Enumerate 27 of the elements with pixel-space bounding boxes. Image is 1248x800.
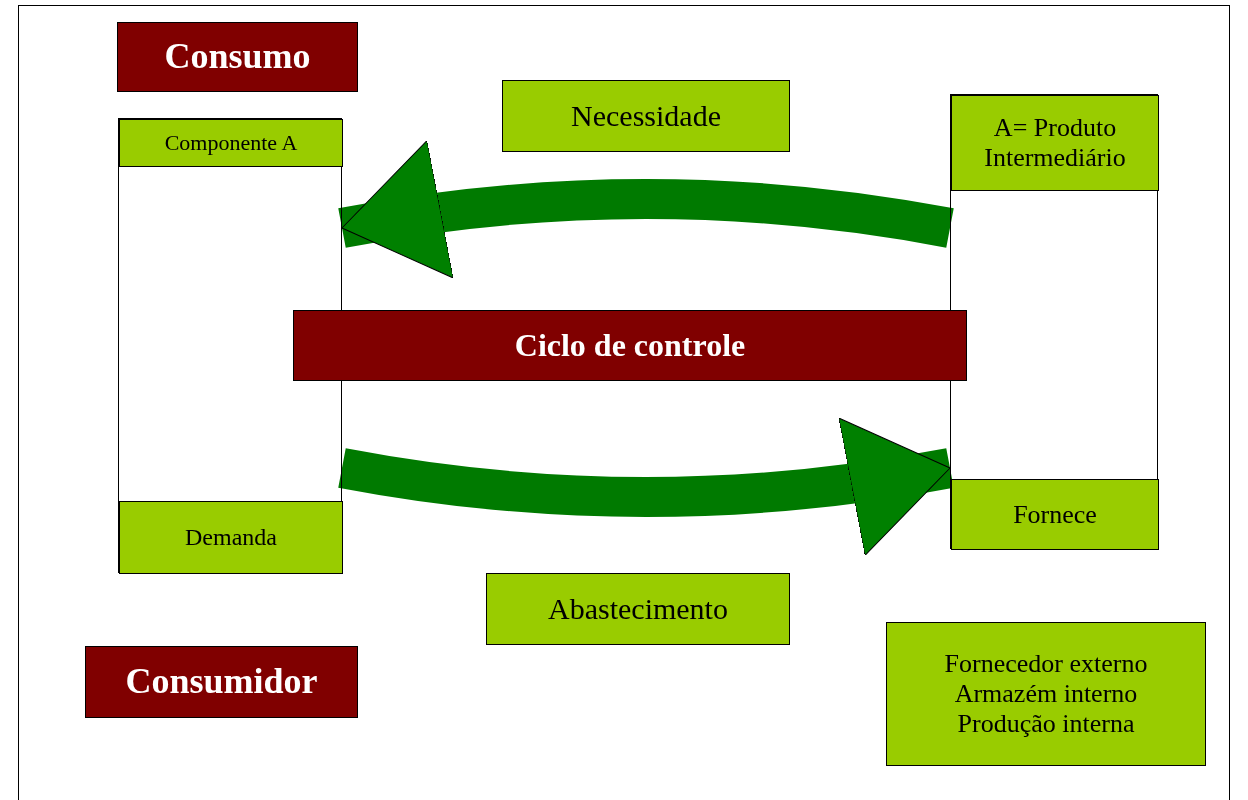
box-label: Intermediário	[984, 143, 1126, 173]
label-box	[502, 80, 790, 152]
title-box	[117, 22, 358, 92]
box-label: Fornecedor externo	[944, 649, 1148, 680]
curved-arrow	[338, 415, 954, 555]
box-label: Necessidade	[571, 98, 721, 134]
box-label: Consumo	[164, 36, 311, 78]
box-label: Produção interna	[957, 708, 1135, 739]
box-label: Demanda	[185, 523, 277, 552]
column-box	[118, 118, 342, 573]
label-box	[951, 95, 1159, 191]
box-label: Componente A	[164, 130, 298, 156]
column-box	[950, 94, 1158, 549]
box-label: Ciclo de controle	[514, 327, 746, 364]
box-label: Fornece	[1013, 499, 1097, 530]
title-box	[293, 310, 967, 381]
label-box	[119, 501, 343, 574]
curved-arrow	[338, 141, 954, 281]
label-box	[951, 479, 1159, 550]
box-label: Consumidor	[125, 661, 318, 703]
box-label: Armazém interno	[954, 679, 1138, 709]
box-label: A= Produto	[993, 113, 1117, 143]
label-box	[119, 119, 343, 167]
label-box	[486, 573, 790, 645]
box-label: Abastecimento	[548, 591, 728, 627]
label-box	[886, 622, 1206, 766]
title-box	[85, 646, 358, 718]
